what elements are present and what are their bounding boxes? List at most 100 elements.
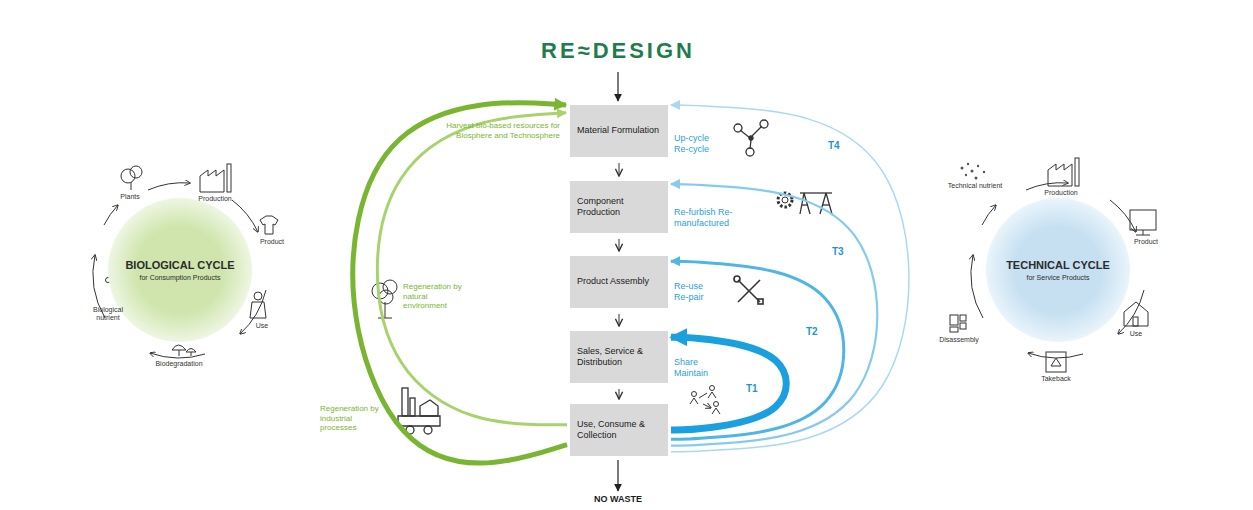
box-label: Material Formulation <box>577 125 661 136</box>
bio-cycle-arrows <box>150 353 205 358</box>
tools-icon <box>738 280 760 302</box>
takeback-box-sketch <box>1046 352 1066 372</box>
factory-sketch <box>1048 158 1079 186</box>
stage-label: Biological nutrient <box>88 306 128 323</box>
nutrient-dots-sketch <box>961 167 964 170</box>
person-sketch <box>250 292 266 318</box>
workbench-icon <box>802 204 808 205</box>
bio-cycle-arrows <box>93 183 266 358</box>
bio-cycle-arrows <box>104 205 118 225</box>
people-icon <box>690 398 698 404</box>
mushroom-sketch <box>172 345 196 356</box>
no-waste-arrow <box>617 460 618 491</box>
technical-loop <box>671 105 909 452</box>
disassembly-sketch <box>950 315 966 332</box>
box-label: Component Production <box>577 196 661 219</box>
factory-icon <box>402 388 408 416</box>
loop-label: T2 <box>804 326 820 338</box>
flow-arrow <box>619 389 620 399</box>
nutrient-dots-sketch <box>961 163 986 180</box>
outcome-label: NO WASTE <box>573 494 663 505</box>
stage-label: Use <box>250 322 274 330</box>
nutrient-dots-sketch <box>971 170 974 173</box>
process-box: Component Production <box>570 181 668 233</box>
flow-arrow <box>619 314 620 326</box>
workbench-icon <box>822 204 830 205</box>
process-box: Use, Consume & Collection <box>570 404 668 456</box>
strategy-label: Re-furbish Re-manufactured <box>674 207 756 229</box>
box-label: Use, Consume & Collection <box>577 419 661 442</box>
flow-arrow <box>619 163 620 176</box>
house-sketch <box>1124 302 1148 326</box>
loop-label: T4 <box>826 140 842 152</box>
mushroom-sketch <box>191 352 192 356</box>
people-icon <box>692 392 697 397</box>
loop-label: T1 <box>744 383 760 395</box>
tree-icon <box>385 302 386 318</box>
technical-loop <box>671 184 877 445</box>
title-logo: RE≈DESIGN <box>468 38 768 64</box>
plant-sketch <box>121 169 135 183</box>
tech-cycle-arrows <box>982 205 996 225</box>
nutrient-dots-sketch <box>967 163 969 165</box>
process-box: Sales, Service & Distribution <box>570 331 668 383</box>
factory-sketch <box>1075 158 1079 186</box>
technical-loop <box>671 261 844 439</box>
circle-fill <box>986 198 1130 342</box>
plant-sketch <box>131 182 132 190</box>
title-arrow <box>617 72 618 101</box>
gear-icon <box>782 197 788 203</box>
tools-icon <box>758 299 763 304</box>
nutrient-dots-sketch <box>983 171 985 173</box>
tech-cycle-arrows <box>1028 353 1083 358</box>
tech-cycle-arrows <box>971 183 1144 358</box>
tools-icon <box>734 276 740 282</box>
molecule-icon <box>752 126 762 136</box>
circle-fill <box>108 198 252 342</box>
takeback-box-sketch <box>1051 358 1061 366</box>
nutrient-dots-sketch <box>965 174 967 176</box>
cycle-title: TECHNICAL CYCLE <box>1006 259 1110 271</box>
molecule-icon <box>734 124 742 132</box>
stage-label: Technical nutrient <box>942 182 1008 190</box>
mushroom-sketch <box>186 349 196 353</box>
factory-icon <box>410 398 415 416</box>
no-waste-arrow <box>618 460 619 491</box>
monitor-sketch <box>1130 210 1156 235</box>
molecule-icon <box>746 148 754 156</box>
stage-label: Product <box>252 238 292 246</box>
bio-cycle-arrows <box>148 183 190 190</box>
tools-icon <box>738 280 760 302</box>
people-icon <box>690 386 720 415</box>
strategy-label: Share Maintain <box>674 357 718 379</box>
biological-loop <box>377 113 567 425</box>
cycle-subtitle: for Consumption Products <box>140 274 221 281</box>
factory-sketch <box>1048 164 1072 186</box>
molecule-icon <box>740 130 750 138</box>
stage-label: Takeback <box>1034 375 1078 383</box>
cycle-note: Harvest bio-based resources for Biospher… <box>440 121 560 140</box>
disassembly-sketch <box>950 315 958 325</box>
stage-label: Plants <box>112 193 148 201</box>
box-label: Sales, Service & Distribution <box>577 346 661 369</box>
shirt-sketch <box>260 216 278 234</box>
strategy-label: Re-use Re-pair <box>674 281 718 303</box>
molecule-icon <box>749 136 753 140</box>
monitor-sketch <box>1143 230 1144 235</box>
stage-label: Use <box>1124 330 1148 338</box>
tree-icon <box>378 318 392 319</box>
monitor-sketch <box>1136 235 1150 236</box>
factory-icon <box>398 416 440 426</box>
factory-sketch <box>200 164 231 192</box>
mushroom-sketch <box>179 350 180 356</box>
people-icon <box>699 393 711 408</box>
disassembly-sketch <box>960 315 966 321</box>
molecule-icon <box>760 120 768 128</box>
stage-label: Biodegradation <box>148 360 210 368</box>
tree-icon <box>383 280 397 294</box>
cycle-note: Regeneration by natural environment <box>403 282 473 311</box>
people-icon <box>712 408 720 414</box>
people-icon <box>714 402 719 407</box>
house-sketch <box>1133 317 1138 326</box>
